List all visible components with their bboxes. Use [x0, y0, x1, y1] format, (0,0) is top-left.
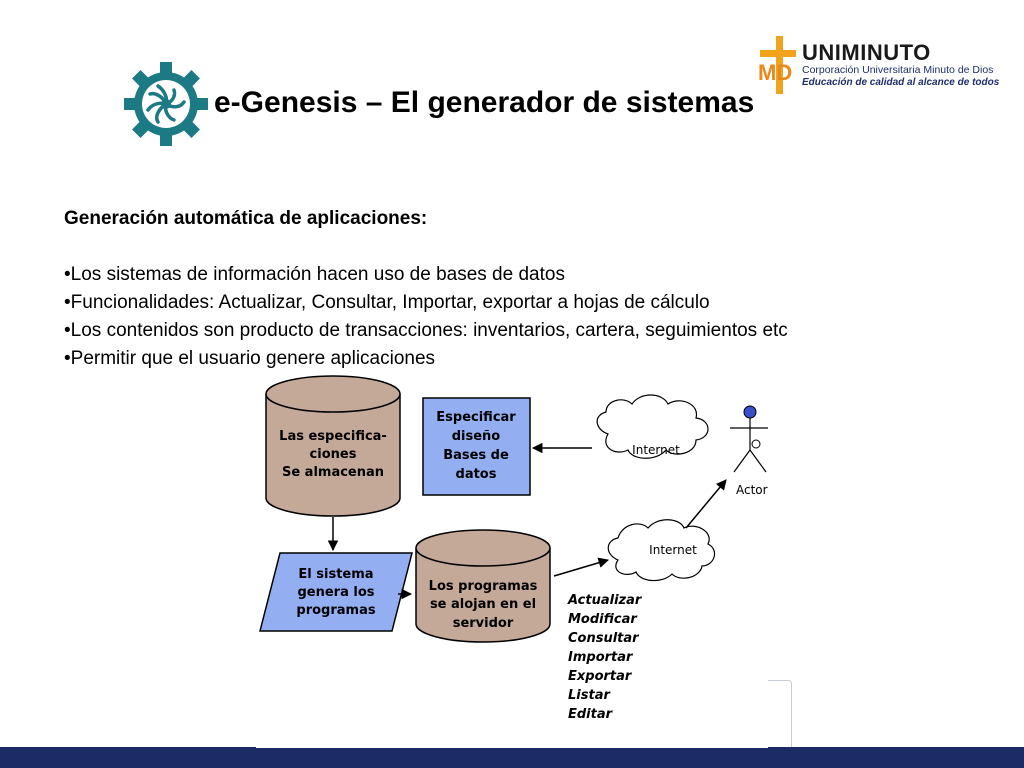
specify-line-3: Bases de	[443, 448, 509, 463]
internet-cloud-top: Internet	[596, 394, 709, 459]
generate-line-2: genera los	[297, 585, 374, 600]
server-line-1: Los programas	[429, 579, 538, 594]
footer-bar	[0, 747, 1024, 768]
bullet-item: Los contenidos son producto de transacci…	[64, 317, 964, 345]
specs-line-1: Las especifica-	[279, 429, 387, 444]
gear-logo-icon	[124, 62, 208, 146]
operation-item: Consultar	[568, 631, 640, 646]
uniminuto-subtitle: Corporación Universitaria Minuto de Dios	[802, 64, 994, 76]
actor-icon	[730, 405, 768, 473]
specs-line-2: ciones	[310, 447, 357, 462]
diagram-arrows	[327, 442, 727, 600]
generate-line-1: El sistema	[298, 567, 373, 582]
diagram-canvas: Las especifica- ciones Se almacenan Espe…	[259, 375, 768, 722]
operation-item: Listar	[568, 688, 611, 703]
slide-content: Generación automática de aplicaciones: L…	[64, 205, 964, 373]
operation-item: Actualizar	[567, 593, 643, 608]
operations-list: Actualizar Modificar Consultar Importar …	[567, 593, 643, 722]
bullet-item: Permitir que el usuario genere aplicacio…	[64, 345, 964, 373]
bullet-list: Los sistemas de información hacen uso de…	[64, 261, 964, 373]
operation-item: Modificar	[568, 612, 638, 627]
generate-line-3: programas	[296, 603, 375, 618]
server-line-3: servidor	[453, 616, 514, 631]
actor-label: Actor	[736, 483, 768, 497]
specify-line-2: diseño	[452, 429, 501, 444]
internet-cloud-bottom: Internet	[607, 519, 716, 582]
server-storage-cylinder: Los programas se alojan en el servidor	[415, 529, 551, 643]
internet-label-bottom: Internet	[649, 543, 697, 557]
specify-line-1: Especificar	[436, 410, 516, 425]
md-mark-text: MD	[758, 60, 792, 85]
content-heading: Generación automática de aplicaciones:	[64, 208, 428, 229]
uniminuto-tagline: Educación de calidad al alcance de todos	[802, 77, 1000, 88]
generate-programs-box: El sistema genera los programas	[259, 552, 413, 632]
slide-title: e-Genesis – El generador de sistemas	[214, 86, 755, 119]
md-mark-icon: MD	[758, 36, 796, 94]
process-diagram: Las especifica- ciones Se almacenan Espe…	[256, 372, 768, 748]
uniminuto-logo: MD UNIMINUTO Corporación Universitaria M…	[756, 36, 999, 94]
server-line-2: se alojan en el	[430, 597, 536, 612]
bullet-item: Funcionalidades: Actualizar, Consultar, …	[64, 289, 964, 317]
specs-line-3: Se almacenan	[282, 465, 384, 480]
uniminuto-name: UNIMINUTO	[802, 40, 931, 65]
operation-item: Exportar	[568, 669, 633, 684]
specs-storage-cylinder: Las especifica- ciones Se almacenan	[265, 375, 401, 517]
operation-item: Editar	[568, 707, 614, 722]
specify-line-4: datos	[456, 467, 497, 482]
specify-design-box: Especificar diseño Bases de datos	[422, 397, 531, 496]
internet-label-top: Internet	[632, 443, 680, 457]
operation-item: Importar	[568, 650, 634, 665]
bullet-item: Los sistemas de información hacen uso de…	[64, 261, 964, 289]
